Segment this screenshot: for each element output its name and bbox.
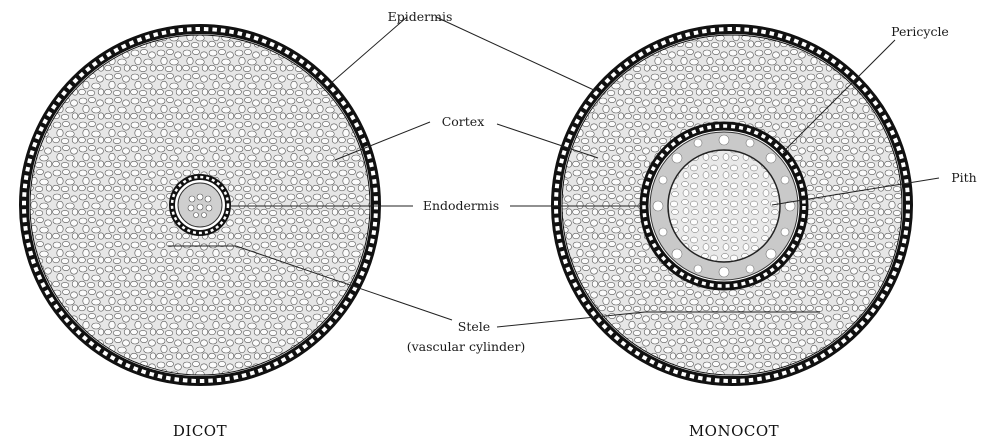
- epidermis-leader-dicot: [330, 17, 407, 84]
- label-epidermis: Epidermis: [388, 9, 453, 24]
- label-stele: Stele: [458, 319, 490, 334]
- label-endodermis: Endodermis: [423, 198, 499, 213]
- epidermis-leader-monocot: [436, 17, 596, 91]
- label-pith: Pith: [951, 170, 976, 185]
- monocot-root-section: [556, 29, 908, 381]
- dicot-stele: [172, 177, 228, 233]
- label-stele-sub: (vascular cylinder): [407, 339, 526, 354]
- caption-monocot: MONOCOT: [689, 422, 779, 440]
- monocot-stele: [644, 126, 804, 286]
- dicot-root-section: [24, 29, 376, 381]
- label-pericycle: Pericycle: [891, 24, 949, 39]
- caption-dicot: DICOT: [173, 422, 227, 440]
- monocot-pith: [668, 150, 780, 262]
- label-cortex: Cortex: [442, 114, 485, 129]
